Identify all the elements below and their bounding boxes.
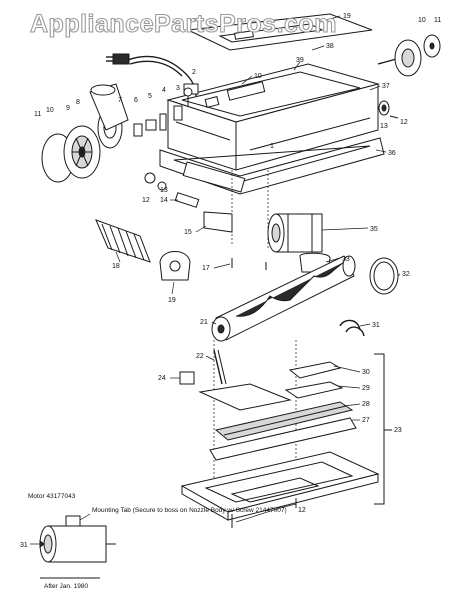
callout-35: 19 xyxy=(343,13,351,20)
callout-13-right: 13 xyxy=(380,123,388,130)
base-plate xyxy=(180,451,380,521)
part-22 xyxy=(179,371,195,385)
leader-lines xyxy=(115,15,401,523)
callout-labels: 19 38 39 10 37 36 35 33 32 31 30 29 28 2… xyxy=(34,13,441,514)
callout-11: 11 xyxy=(34,111,41,118)
callout-32: 36 xyxy=(388,150,396,157)
callout-26: 29 xyxy=(362,385,370,392)
bottom-frame xyxy=(159,137,385,195)
callout-38: 10 xyxy=(254,73,262,80)
mounting-tab-note: Mounting Tab (Secure to boss on Nozzle B… xyxy=(92,507,287,514)
spring-21 xyxy=(213,349,227,385)
callout-36: 38 xyxy=(326,43,334,50)
left-bushing xyxy=(144,172,167,191)
motor-label: Motor 43177043 xyxy=(28,493,76,500)
small-parts-cluster xyxy=(133,87,193,137)
callout-9: 9 xyxy=(66,105,70,112)
callout-28: 31 xyxy=(372,322,380,329)
callout-12-right: 12 xyxy=(400,119,408,126)
right-bushing xyxy=(378,100,399,119)
callout-6: 6 xyxy=(134,97,138,104)
watermark: AppliancePartsPros.com xyxy=(30,10,337,38)
callout-22: 24 xyxy=(158,375,166,382)
fan-housing xyxy=(89,83,129,131)
callout-31: 35 xyxy=(370,226,378,233)
belt-clip xyxy=(339,319,365,337)
callout-3: 3 xyxy=(176,85,180,92)
callout-30: 33 xyxy=(342,256,350,263)
hose xyxy=(95,219,151,263)
callout-10-right: 10 xyxy=(418,17,426,24)
callout-8: 8 xyxy=(76,99,80,106)
inset-text: Motor 43177043 Mounting Tab (Secure to b… xyxy=(20,493,287,590)
callout-5: 5 xyxy=(148,93,152,100)
bottom-plate-parts xyxy=(198,361,357,461)
screws-17 xyxy=(231,258,267,270)
callout-21: 22 xyxy=(196,353,204,360)
callout-11-right: 11 xyxy=(434,17,441,24)
callout-23: 23 xyxy=(394,427,402,434)
callout-17: 17 xyxy=(202,265,210,272)
callout-33: 37 xyxy=(382,83,390,90)
callout-12: 12 xyxy=(142,197,150,204)
callout-4: 4 xyxy=(162,87,166,94)
bracket-23 xyxy=(374,353,392,505)
callout-39: 12 xyxy=(298,507,306,514)
hood-cover xyxy=(186,13,373,51)
callout-15: 15 xyxy=(184,229,192,236)
callout-20: 21 xyxy=(200,319,208,326)
after-date-label: After Jan. 1980 xyxy=(44,583,88,590)
motor xyxy=(267,213,323,253)
callout-1: 1 xyxy=(270,143,274,150)
drive-belt xyxy=(369,257,399,295)
callout-7: 7 xyxy=(118,97,122,104)
screws-39 xyxy=(231,498,297,528)
belt-guard xyxy=(159,251,191,281)
callout-10: 10 xyxy=(46,107,54,114)
brackets-14-15 xyxy=(174,192,233,233)
callout-2: 2 xyxy=(192,69,196,76)
callout-27: 30 xyxy=(362,369,370,376)
callout-29: 32 xyxy=(402,271,410,278)
motor-inset xyxy=(30,513,116,579)
callout-37: 39 xyxy=(296,57,304,64)
inset-part-ref: 31 xyxy=(20,542,28,549)
callout-25: 28 xyxy=(362,401,370,408)
callout-19: 19 xyxy=(168,297,176,304)
main-housing xyxy=(166,63,380,171)
brushroll xyxy=(211,255,356,342)
callout-24: 27 xyxy=(362,417,370,424)
callout-13: 13 xyxy=(160,187,168,194)
callout-14: 14 xyxy=(160,197,168,204)
right-wheel xyxy=(377,34,441,77)
callout-18: 18 xyxy=(112,263,120,270)
left-wheel xyxy=(41,107,123,183)
